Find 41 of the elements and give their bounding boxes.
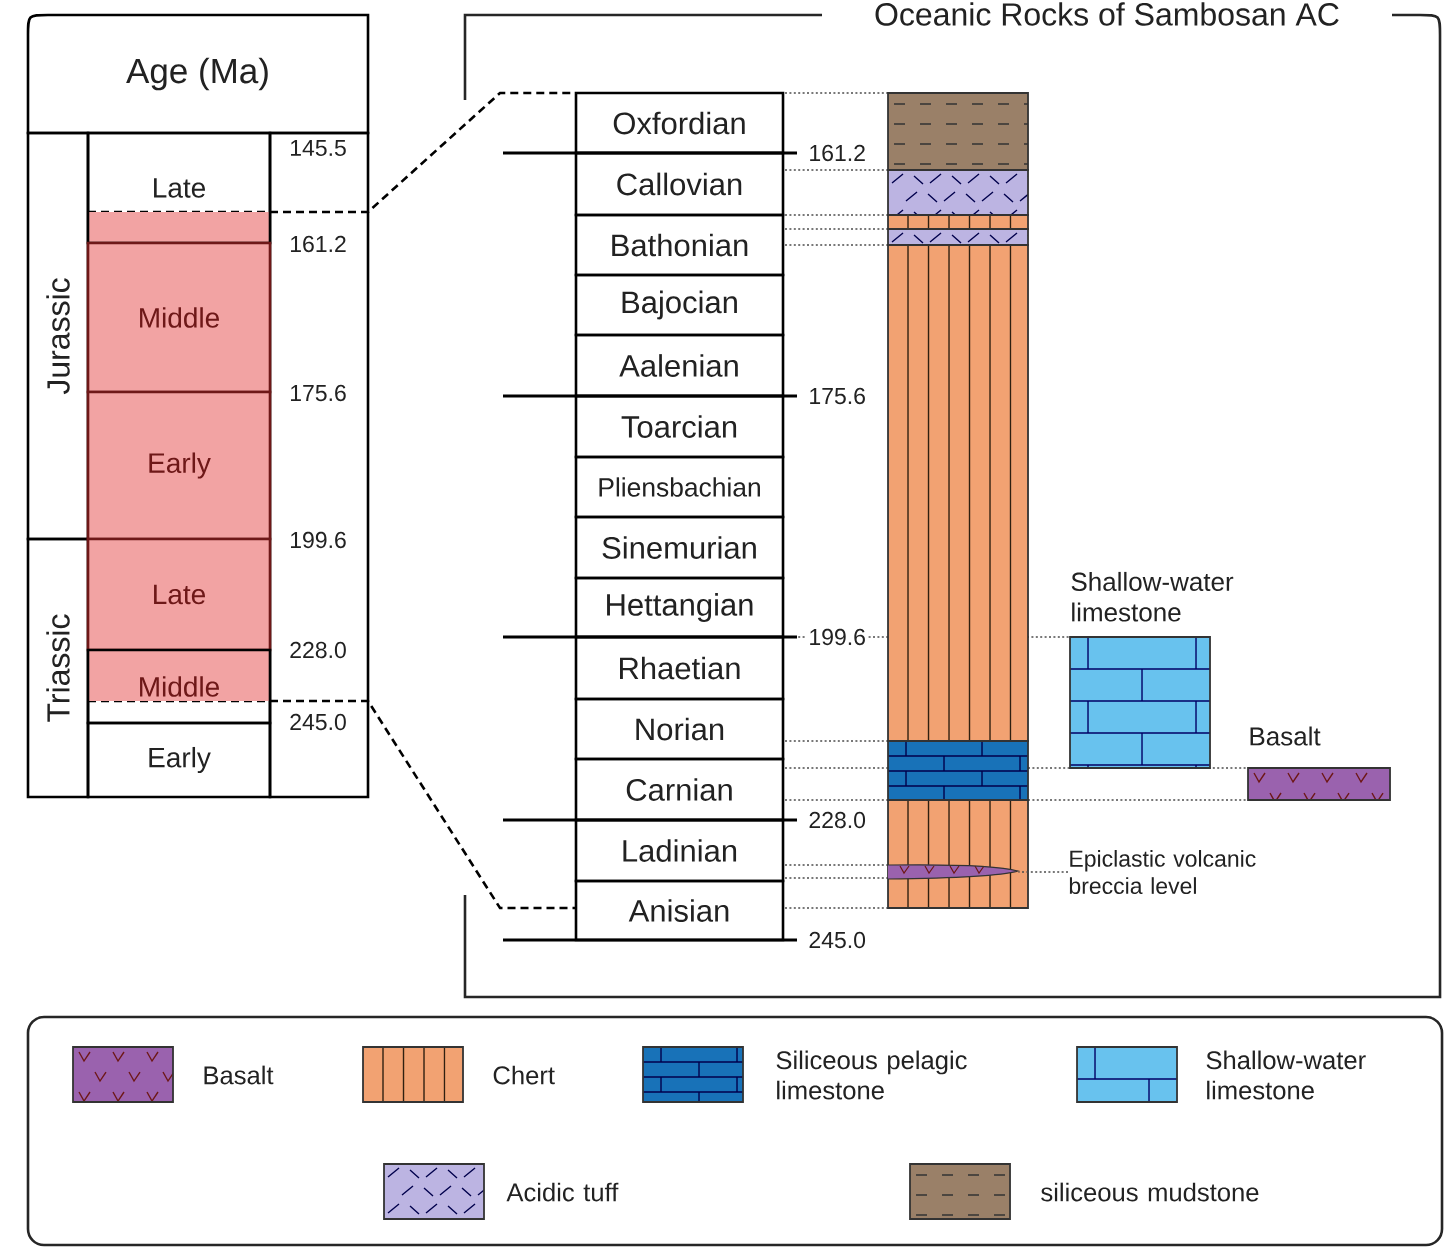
age-number: 161.2 xyxy=(287,233,349,255)
stage-box: Callovian xyxy=(574,151,785,217)
age-number: 228.0 xyxy=(287,639,349,661)
age-number: 245.0 xyxy=(806,929,868,951)
stage-box: Norian xyxy=(574,697,785,761)
legend-label: Shallow-water limestone xyxy=(1206,1050,1366,1100)
epoch-cell: Early xyxy=(86,390,272,541)
epoch-cell: Middle xyxy=(86,648,272,725)
legend-label: siliceous mudstone xyxy=(1041,1182,1259,1202)
frame-title: Oceanic Rocks of Sambosan AC xyxy=(875,2,1339,26)
stage-box: Bathonian xyxy=(574,213,785,277)
stage-box: Ladinian xyxy=(574,818,785,883)
stage-box: Hettangian xyxy=(574,576,785,639)
age-number: 175.6 xyxy=(287,382,349,404)
stage-box: Aalenian xyxy=(574,333,785,398)
epoch-cell: Early xyxy=(86,721,272,799)
age-number: 199.6 xyxy=(287,529,349,551)
legend-label: Siliceous pelagic limestone xyxy=(776,1050,967,1100)
age-number: 161.2 xyxy=(806,142,868,164)
stage-box: Bajocian xyxy=(574,273,785,337)
leader-line xyxy=(1017,871,1069,873)
age-number: 199.6 xyxy=(806,626,868,648)
table-header: Age (Ma) xyxy=(26,13,370,135)
age-number: 145.5 xyxy=(287,138,349,159)
age-number: 175.6 xyxy=(806,385,868,407)
legend-label: Basalt xyxy=(204,1065,274,1085)
legend-label: Acidic tuff xyxy=(506,1182,619,1202)
stage-box: Sinemurian xyxy=(574,515,785,580)
stage-box: Oxfordian xyxy=(574,91,785,155)
callout-text: Epiclastic volcanic breccia level xyxy=(1069,850,1256,895)
stage-box: Carnian xyxy=(574,757,785,822)
stage-box: Toarcian xyxy=(574,394,785,459)
age-number: 245.0 xyxy=(287,711,349,733)
stage-box: Rhaetian xyxy=(574,635,785,701)
stage-box: Pliensbachian xyxy=(574,455,785,519)
block-label: Shallow-water limestone xyxy=(1071,571,1234,622)
block-label: Basalt xyxy=(1250,726,1321,746)
stage-box: Anisian xyxy=(574,879,785,942)
epoch-cell: Late xyxy=(86,131,272,245)
age-number: 228.0 xyxy=(806,809,868,831)
legend-label: Chert xyxy=(493,1065,555,1085)
